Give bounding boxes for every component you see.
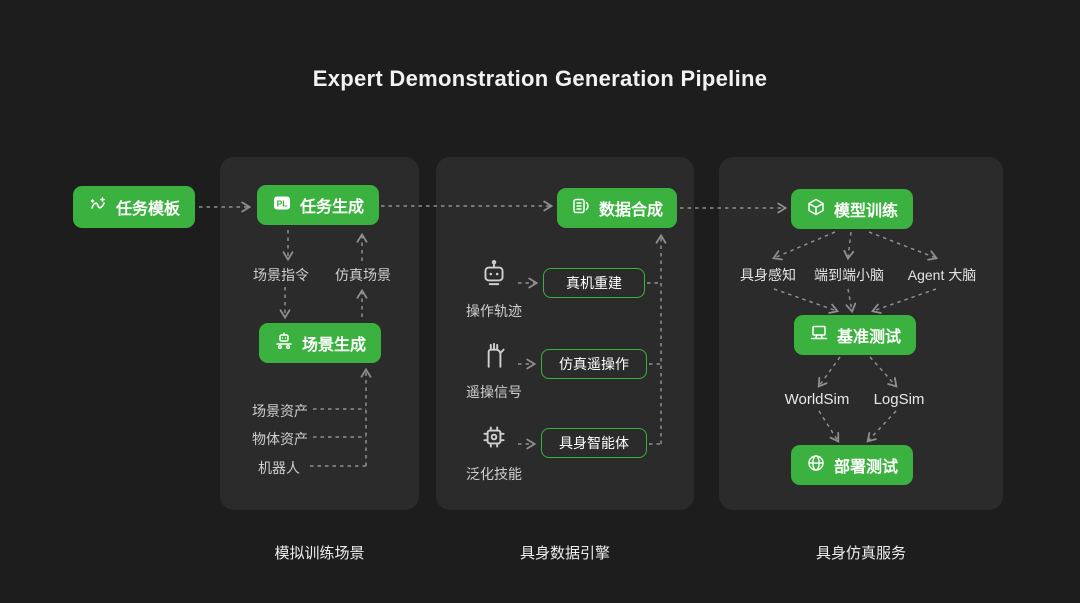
operation-trajectory-source: 操作轨迹 [462,258,526,321]
panel-embodied-simulation-service: 模型训练 具身感知 端到端小脑 Agent 大脑 基准测试 WorldSim L… [719,157,1003,510]
panel3-caption: 具身仿真服务 [815,545,906,562]
pl-badge-icon: PL [272,193,292,218]
model-training-icon [806,197,826,222]
operation-trajectory-label: 操作轨迹 [466,303,522,319]
task-template-node: 任务模板 [73,186,195,228]
generalization-skill-icon [478,421,510,456]
agent-brain-label: Agent 大脑 [907,267,977,283]
scene-generation-icon [274,331,294,356]
task-template-icon [88,195,108,220]
simulation-scene-label: 仿真场景 [335,267,391,283]
robot-head-icon [478,258,510,293]
data-synthesis-label: 数据合成 [598,202,663,219]
benchmark-icon [809,323,829,348]
benchmark-test-node: 基准测试 [794,315,916,355]
task-generation-label: 任务生成 [299,199,364,216]
data-synthesis-icon [571,196,591,221]
data-synthesis-node: 数据合成 [557,188,677,228]
deployment-test-node: 部署测试 [791,445,913,485]
logsim-label: LogSim [873,391,925,408]
model-training-label: 模型训练 [833,203,898,220]
deployment-test-label: 部署测试 [833,459,898,476]
benchmark-test-label: 基准测试 [836,329,901,346]
real-machine-reconstruction-box: 真机重建 [543,268,645,298]
panel2-caption: 具身数据引擎 [519,545,610,562]
scene-assets-label: 场景资产 [252,403,308,419]
task-generation-node: PL 任务生成 [257,185,379,225]
generalization-skill-source: 泛化技能 [462,421,526,484]
embodied-agent-box: 具身智能体 [541,428,647,458]
deploy-test-icon [806,453,826,478]
teleoperation-signal-label: 遥操信号 [466,384,522,400]
diagram-title: Expert Demonstration Generation Pipeline [312,66,768,91]
simulation-teleoperation-box: 仿真遥操作 [541,349,647,379]
scene-generation-label: 场景生成 [301,337,366,354]
scene-generation-node: 场景生成 [259,323,381,363]
glove-icon [478,339,510,374]
panel1-caption: 模拟训练场景 [274,545,365,562]
panel-embodied-data-engine: 数据合成 操作轨迹 真机重建 [436,157,694,510]
svg-text:PL: PL [277,198,288,208]
generalization-skill-label: 泛化技能 [466,466,522,482]
scene-instruction-label: 场景指令 [253,267,309,283]
robot-label: 机器人 [258,460,300,476]
end-to-end-cerebellum-label: 端到端小脑 [814,267,884,283]
model-training-node: 模型训练 [791,189,913,229]
worldsim-label: WorldSim [784,391,850,408]
teleoperation-signal-source: 遥操信号 [462,339,526,402]
panel-simulation-training-scene: PL 任务生成 场景指令 仿真场景 场景生成 场景资产 物 [220,157,419,510]
embodied-perception-label: 具身感知 [740,267,796,283]
task-template-label: 任务模板 [115,201,180,218]
object-assets-label: 物体资产 [252,431,308,447]
